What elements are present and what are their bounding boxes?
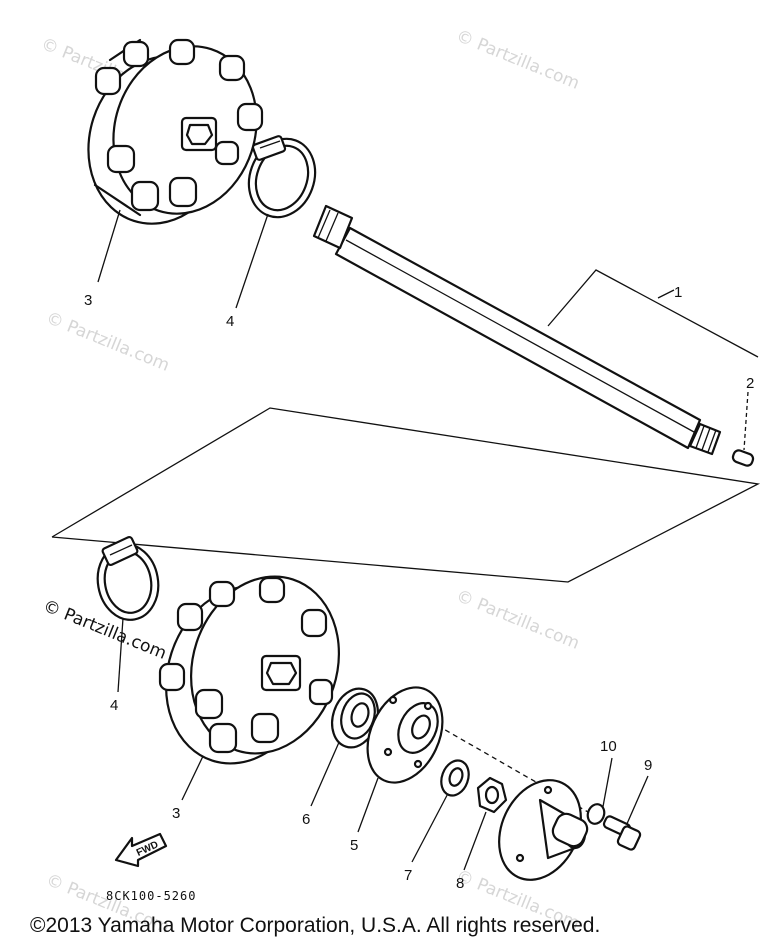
sprocket-lower — [158, 575, 341, 765]
fwd-arrow: FWD — [114, 832, 168, 868]
clamp-lower — [96, 535, 160, 621]
callout-numbers: 1 2 3 4 4 3 6 5 7 8 10 9 — [84, 284, 754, 892]
callout-8: 8 — [456, 875, 464, 892]
callout-4: 4 — [110, 697, 118, 714]
watermark: © Partzilla.com — [43, 308, 172, 376]
sprocket-upper — [87, 38, 264, 225]
bearing-housing — [498, 779, 589, 881]
callout-4: 4 — [226, 313, 234, 330]
diagram-code: 8CK100-5260 — [106, 889, 196, 903]
watermark: © Partzilla.com — [453, 586, 582, 654]
callout-6: 6 — [302, 811, 310, 828]
pin — [731, 449, 755, 467]
clamp-upper — [247, 135, 317, 219]
bolt — [602, 815, 642, 851]
callout-1: 1 — [674, 284, 682, 301]
nut — [476, 776, 508, 814]
lock-washer — [586, 803, 606, 825]
callout-2: 2 — [746, 375, 754, 392]
washer — [440, 759, 470, 797]
callout-10: 10 — [600, 738, 617, 755]
copyright-text: ©2013 Yamaha Motor Corporation, U.S.A. A… — [30, 914, 601, 937]
watermark: © Partzilla.com — [453, 26, 582, 94]
drive-shaft — [312, 204, 722, 456]
flange — [366, 686, 444, 784]
callout-3: 3 — [84, 292, 92, 309]
callout-3: 3 — [172, 805, 180, 822]
callout-7: 7 — [404, 867, 412, 884]
callout-9: 9 — [644, 757, 652, 774]
callout-5: 5 — [350, 837, 358, 854]
